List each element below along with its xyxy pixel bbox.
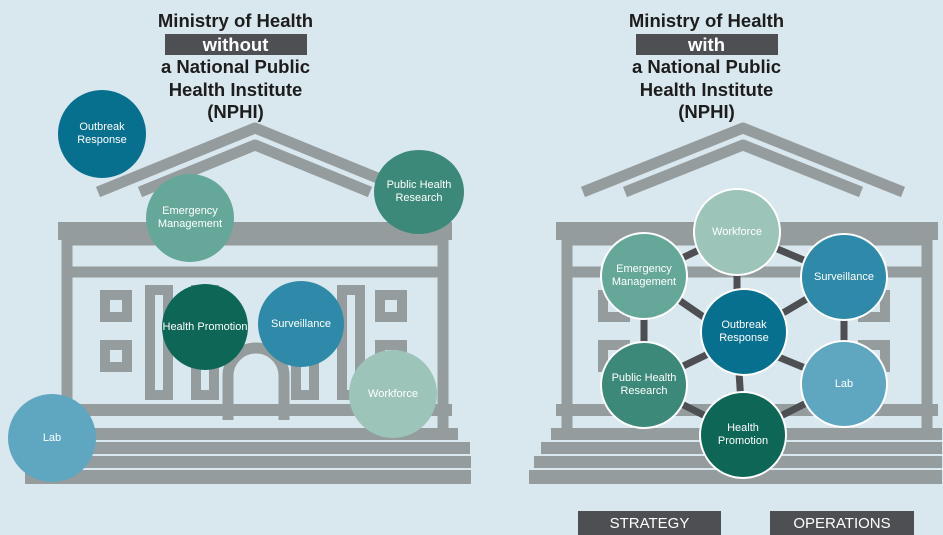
node-workforce: Workforce (693, 188, 781, 276)
operations-label: OPERATIONS (770, 511, 914, 535)
node-lab: Lab (800, 340, 888, 428)
panel-with-nphi: Ministry of Health with a National Publi… (471, 0, 942, 535)
title-with: Ministry of Health with a National Publi… (471, 10, 942, 124)
node-outbreak-response: Outbreak Response (58, 90, 146, 178)
title-line-institute: Health Institute (639, 78, 774, 100)
strategy-label: STRATEGY (578, 511, 721, 535)
node-health-promotion: Health Promotion (162, 284, 248, 370)
title-highlight-without: without (164, 33, 307, 55)
node-lab: Lab (8, 394, 96, 482)
node-outbreak-response: Outbreak Response (700, 288, 788, 376)
node-emergency-management: Emergency Management (600, 232, 688, 320)
title-without: Ministry of Health without a National Pu… (0, 10, 471, 124)
node-health-promotion: Health Promotion (699, 391, 787, 479)
node-public-health-research: Public Health Research (600, 341, 688, 429)
node-emergency-management: Emergency Management (146, 174, 234, 262)
title-line-nphi: (NPHI) (678, 101, 735, 122)
node-surveillance: Surveillance (258, 281, 344, 367)
title-line-national: a National Public (631, 56, 782, 77)
title-line-ministry: Ministry of Health (628, 10, 785, 31)
title-highlight-with: with (635, 33, 778, 55)
node-surveillance: Surveillance (800, 233, 888, 321)
title-line-institute: Health Institute (168, 78, 303, 100)
title-line-ministry: Ministry of Health (157, 10, 314, 31)
panel-without-nphi: Ministry of Health without a National Pu… (0, 0, 471, 535)
node-public-health-research: Public Health Research (374, 150, 464, 234)
title-line-nphi: (NPHI) (207, 101, 264, 122)
node-workforce: Workforce (349, 350, 437, 438)
title-line-national: a National Public (160, 56, 311, 77)
